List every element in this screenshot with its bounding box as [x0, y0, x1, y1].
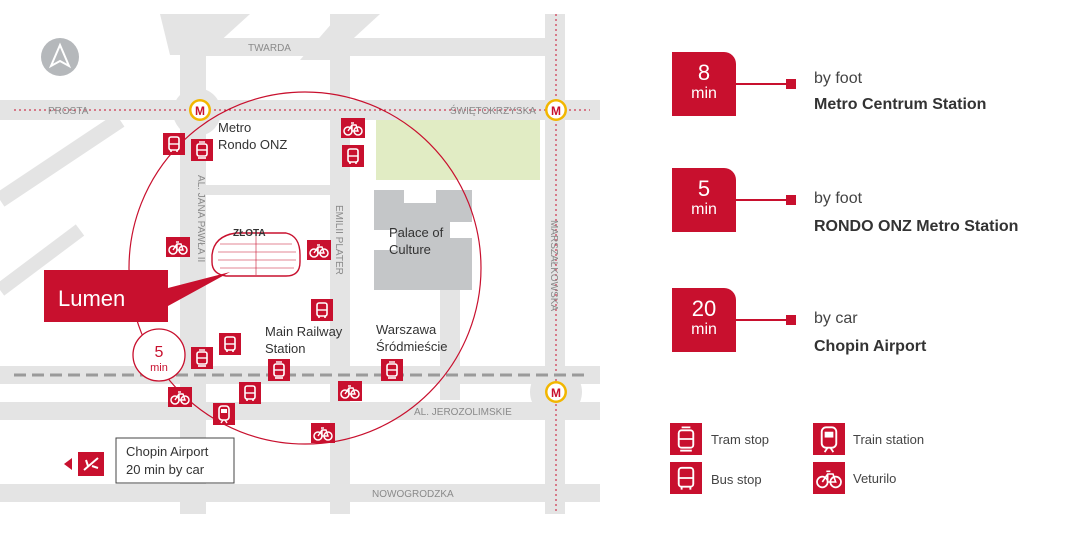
airport-pointer[interactable]: Chopin Airport 20 min by car — [64, 437, 235, 484]
street-label-emilii-plater: EMILII PLATER — [333, 205, 344, 275]
bike-icon — [813, 462, 845, 494]
tram-icon[interactable] — [190, 346, 214, 370]
distance-unit: min — [691, 321, 717, 338]
train-icon[interactable] — [212, 402, 236, 426]
metro-symbol: M — [551, 386, 561, 400]
compass-icon[interactable] — [41, 38, 79, 76]
metro-centrum-icon[interactable]: M — [545, 381, 567, 403]
legend-label-bike: Veturilo — [853, 471, 897, 486]
street-label-prosta: PROSTA — [48, 106, 89, 117]
connector-dot — [786, 195, 796, 205]
airport-box-line1: Chopin Airport — [126, 444, 209, 459]
park-area — [376, 120, 540, 180]
place-label-palace-2: Culture — [389, 242, 431, 257]
distance-destination-3: Chopin Airport — [814, 338, 927, 355]
connector-line — [736, 83, 788, 85]
distance-unit: min — [691, 201, 717, 218]
bus-icon — [670, 462, 702, 494]
street-label-nowogrodzka: NOWOGRODZKA — [372, 489, 454, 500]
legend-label-tram: Tram stop — [711, 432, 770, 447]
radius-badge: 5 min — [132, 328, 186, 382]
distance-value: 8 — [697, 60, 711, 85]
palace-of-culture-building — [374, 190, 472, 290]
tram-icon[interactable] — [190, 138, 214, 162]
place-label-srodmiescie-2: Śródmieście — [376, 339, 448, 354]
distance-mode-2: by foot — [814, 190, 863, 207]
airplane-icon — [83, 457, 99, 471]
train-icon — [813, 423, 845, 455]
bike-icon[interactable] — [165, 236, 191, 258]
bus-icon[interactable] — [310, 298, 334, 322]
lumen-label: Lumen — [58, 286, 125, 311]
place-label-metro-rondo: Metro — [218, 120, 251, 135]
connector-line — [736, 199, 788, 201]
bike-icon[interactable] — [306, 239, 332, 261]
distance-badge-2: 5 min — [672, 168, 736, 232]
distance-badge-1: 8 min — [672, 52, 736, 116]
place-label-srodmiescie: Warszawa — [376, 322, 437, 337]
metro-swietokrzyska-icon[interactable]: M — [545, 99, 567, 121]
bike-icon[interactable] — [310, 422, 336, 444]
airport-box-line2: 20 min by car — [126, 462, 205, 477]
connector-dot — [786, 79, 796, 89]
distance-panel: 8 min by foot Metro Centrum Station 5 mi… — [600, 0, 1066, 540]
area-map[interactable]: TWARDA PROSTA ŚWIĘTOKRZYSKA AL. JANA PAW… — [0, 0, 600, 540]
radius-badge-unit: min — [150, 362, 168, 374]
street-label-marszalkowska: MARSZAŁKOWSKA — [548, 220, 559, 311]
bike-icon[interactable] — [337, 380, 363, 402]
bus-icon[interactable] — [341, 144, 365, 168]
distance-mode-3: by car — [814, 310, 858, 327]
lumen-callout[interactable]: Lumen — [44, 270, 230, 322]
distance-value: 5 — [697, 176, 711, 201]
bike-icon[interactable] — [340, 117, 366, 139]
tram-icon[interactable] — [267, 358, 291, 382]
zlota-label: ZŁOTA — [233, 228, 266, 239]
radius-badge-value: 5 — [155, 344, 164, 361]
metro-symbol: M — [195, 104, 205, 118]
street-label-twarda: TWARDA — [248, 43, 291, 54]
bus-icon[interactable] — [162, 132, 186, 156]
legend-label-bus: Bus stop — [711, 472, 762, 487]
place-label-palace: Palace of — [389, 225, 444, 240]
metro-symbol: M — [551, 104, 561, 118]
bus-icon[interactable] — [238, 381, 262, 405]
legend-label-train: Train station — [853, 432, 925, 447]
distance-badge-3: 20 min — [672, 288, 736, 352]
distance-destination-1: Metro Centrum Station — [814, 96, 987, 113]
connector-line — [736, 319, 788, 321]
bus-icon[interactable] — [218, 332, 242, 356]
place-label-railway-2: Station — [265, 341, 305, 356]
distance-destination-2: RONDO ONZ Metro Station — [814, 218, 1019, 235]
distance-unit: min — [691, 85, 717, 102]
bike-icon[interactable] — [167, 386, 193, 408]
tram-icon[interactable] — [380, 358, 404, 382]
street-label-jerozolimskie: AL. JEROZOLIMSKIE — [414, 407, 512, 418]
distance-value: 20 — [691, 296, 717, 321]
street-label-swietokrzyska: ŚWIĘTOKRZYSKA — [450, 104, 536, 117]
tram-icon — [670, 423, 702, 455]
place-label-metro-rondo-2: Rondo ONZ — [218, 137, 287, 152]
distance-mode-1: by foot — [814, 70, 863, 87]
metro-rondo-onz-icon[interactable]: M — [189, 99, 211, 121]
street-label-jana-pawla: AL. JANA PAWŁA II — [195, 175, 206, 262]
connector-dot — [786, 315, 796, 325]
place-label-railway: Main Railway — [265, 324, 343, 339]
zlota-building: ZŁOTA — [211, 228, 301, 277]
walking-radius-circle — [128, 91, 482, 445]
